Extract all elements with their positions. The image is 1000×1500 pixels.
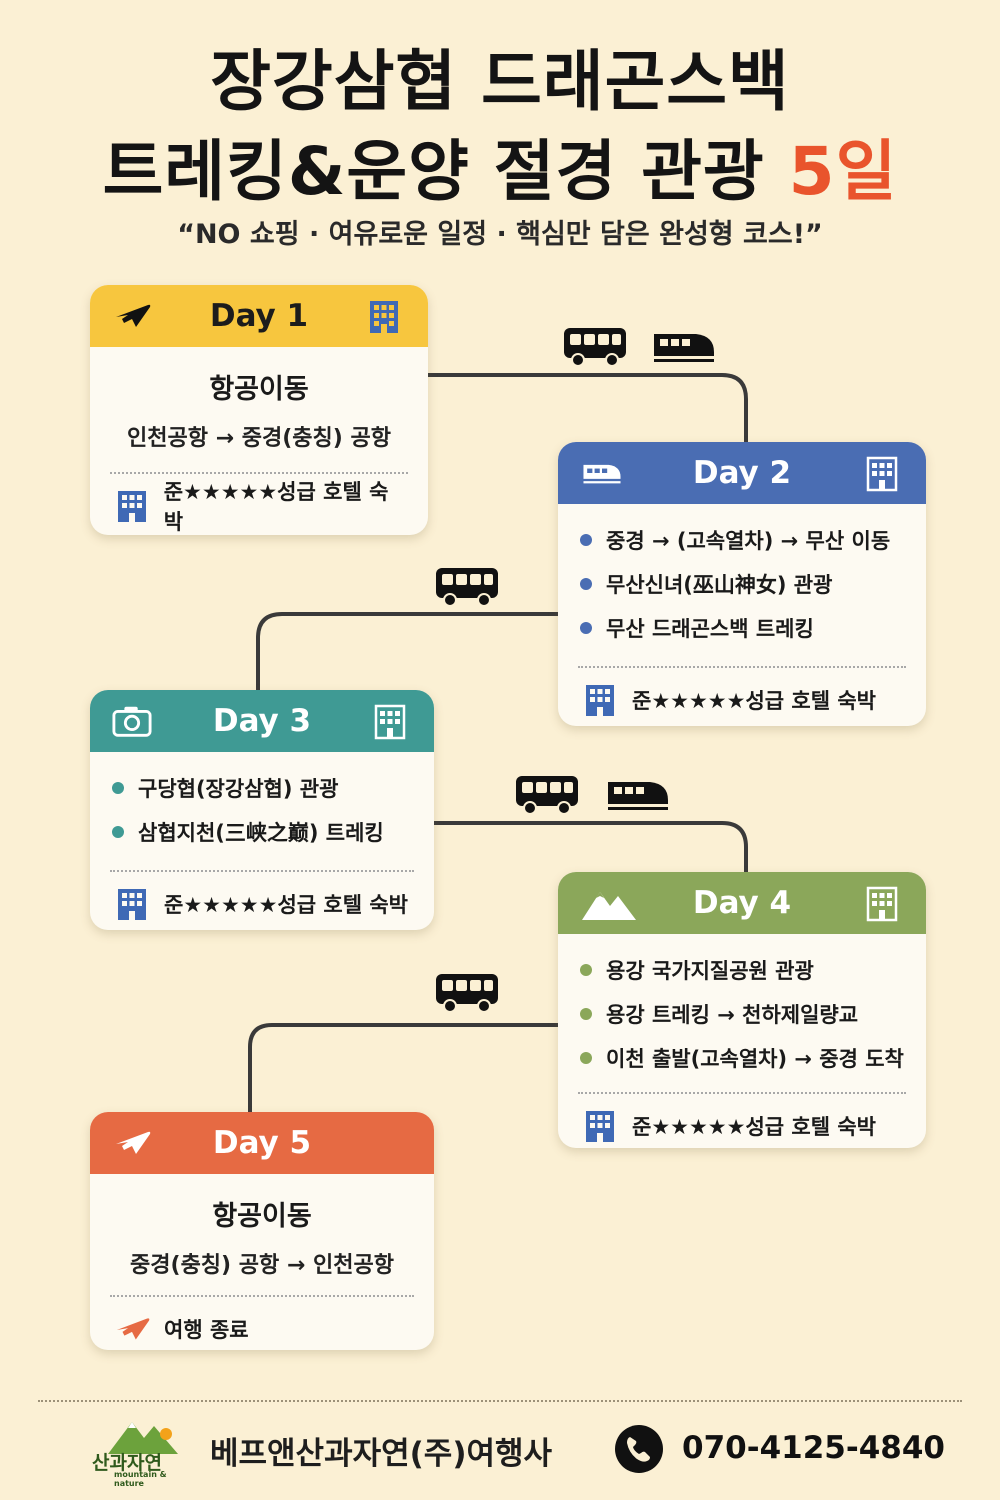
company-logo: 산과자연 mountain & nature	[88, 1408, 198, 1488]
day3-card: Day 3 구당협(장강삼협) 관광 삼협지천(三峡之巅) 트레킹 준★★★★★…	[90, 690, 434, 930]
item-text: 무산 드래곤스백 트레킹	[606, 617, 814, 641]
bullet	[580, 534, 592, 546]
airplane-icon	[112, 1126, 152, 1160]
divider	[578, 666, 906, 668]
airplane-icon	[112, 1310, 152, 1348]
day2-header: Day 2	[558, 442, 926, 504]
divider	[110, 1295, 414, 1297]
item-text: 이천 출발(고속열차) → 중경 도착	[606, 1047, 904, 1071]
ending-text: 여행 종료	[164, 1318, 249, 1342]
day5-header: Day 5	[90, 1112, 434, 1174]
list-item: 이천 출발(고속열차) → 중경 도착	[580, 1036, 904, 1080]
day1-accommodation: 준★★★★★성급 호텔 숙박	[90, 474, 428, 535]
hotel-icon	[862, 884, 902, 922]
accommodation-text: 준★★★★★성급 호텔 숙박	[164, 893, 408, 917]
mountain-icon	[580, 886, 638, 920]
airplane-icon	[112, 299, 152, 333]
logo-subtext: mountain & nature	[114, 1470, 167, 1488]
bullet	[112, 826, 124, 838]
bus-icon	[436, 974, 498, 1013]
list-item: 삼협지천(三峡之巅) 트레킹	[112, 810, 412, 854]
day4-accommodation: 준★★★★★성급 호텔 숙박	[558, 1094, 926, 1148]
item-text: 용강 트레킹 → 천하제일량교	[606, 1003, 859, 1027]
list-item: 무산 드래곤스백 트레킹	[580, 606, 904, 650]
day4-header: Day 4	[558, 872, 926, 934]
title-duration: 5일	[788, 133, 898, 210]
day4-card: Day 4 용강 국가지질공원 관광 용강 트레킹 → 천하제일량교 이천 출발…	[558, 872, 926, 1148]
bullet	[580, 1008, 592, 1020]
day2-accommodation: 준★★★★★성급 호텔 숙박	[558, 668, 926, 726]
tagline: “NO 쇼핑 · 여유로운 일정 · 핵심만 담은 완성형 코스!”	[177, 219, 823, 250]
phone-icon	[615, 1425, 663, 1473]
hotel-icon	[364, 297, 404, 335]
accommodation-text: 준★★★★★성급 호텔 숙박	[632, 689, 876, 713]
page-title-line1: 장강삼협 드래곤스백	[210, 43, 790, 120]
day-label: Day 2	[692, 455, 792, 491]
connector-day2-day3	[256, 612, 560, 692]
item-text: 중경 → (고속열차) → 무산 이동	[606, 529, 891, 553]
day1-title: 항공이동	[209, 374, 309, 405]
train-icon	[608, 782, 668, 810]
day2-card: Day 2 중경 → (고속열차) → 무산 이동 무산신녀(巫山神女) 관광 …	[558, 442, 926, 726]
list-item: 무산신녀(巫山神女) 관광	[580, 562, 904, 606]
day-label: Day 3	[212, 703, 312, 739]
logo-text: 산과자연	[92, 1452, 162, 1474]
bullet	[580, 964, 592, 976]
day1-header: Day 1	[90, 285, 428, 347]
bullet	[580, 578, 592, 590]
list-item: 중경 → (고속열차) → 무산 이동	[580, 518, 904, 562]
hotel-icon	[112, 487, 152, 525]
bullet	[580, 622, 592, 634]
item-text: 무산신녀(巫山神女) 관광	[606, 573, 833, 597]
phone-number[interactable]: 070-4125-4840	[682, 1430, 946, 1466]
footer-divider	[38, 1400, 962, 1402]
day5-title: 항공이동	[212, 1201, 312, 1232]
bullet	[580, 1052, 592, 1064]
item-text: 용강 국가지질공원 관광	[606, 959, 814, 983]
item-text: 삼협지천(三峡之巅) 트레킹	[138, 821, 384, 845]
hotel-icon	[580, 1107, 620, 1145]
divider	[578, 1092, 906, 1094]
bus-icon	[516, 776, 578, 815]
day3-header: Day 3	[90, 690, 434, 752]
train-icon	[654, 334, 714, 362]
day-label: Day 1	[209, 298, 309, 334]
hotel-icon	[862, 454, 902, 492]
camera-icon	[112, 704, 152, 738]
bus-icon	[564, 328, 626, 367]
connector-day4-day5	[248, 1023, 560, 1114]
divider	[110, 870, 414, 872]
title-main: 트레킹&운양 절경 관광	[102, 133, 765, 210]
day-label: Day 4	[692, 885, 792, 921]
day5-card: Day 5 항공이동 중경(충칭) 공항 → 인천공항 여행 종료	[90, 1112, 434, 1350]
list-item: 용강 국가지질공원 관광	[580, 948, 904, 992]
page-title-line2: 트레킹&운양 절경 관광 5일	[0, 118, 1000, 214]
connector-day1-day2	[426, 373, 748, 444]
day5-route: 중경(충칭) 공항 → 인천공항	[130, 1253, 394, 1278]
day3-accommodation: 준★★★★★성급 호텔 숙박	[90, 872, 434, 930]
accommodation-text: 준★★★★★성급 호텔 숙박	[163, 480, 389, 534]
hotel-icon	[370, 702, 410, 740]
bullet	[112, 782, 124, 794]
bus-icon	[436, 568, 498, 607]
day-label: Day 5	[212, 1125, 312, 1161]
item-text: 구당협(장강삼협) 관광	[138, 777, 339, 801]
day1-card: Day 1 항공이동 인천공항 → 중경(충칭) 공항 준★★★★★성급 호텔 …	[90, 285, 428, 535]
list-item: 용강 트레킹 → 천하제일량교	[580, 992, 904, 1036]
connector-day3-day4	[432, 821, 748, 874]
day5-ending: 여행 종료	[90, 1297, 434, 1350]
train-icon	[582, 456, 622, 490]
hotel-icon	[580, 681, 620, 719]
accommodation-text: 준★★★★★성급 호텔 숙박	[632, 1115, 876, 1139]
divider	[110, 472, 408, 474]
day1-route: 인천공항 → 중경(충칭) 공항	[127, 426, 391, 451]
company-name: 베프앤산과자연(주)여행사	[210, 1436, 553, 1472]
list-item: 구당협(장강삼협) 관광	[112, 766, 412, 810]
hotel-icon	[112, 885, 152, 923]
